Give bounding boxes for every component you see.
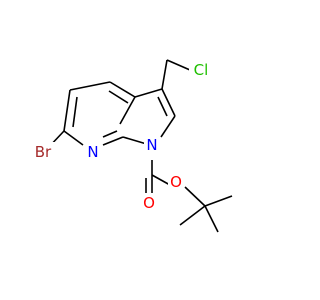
atom-br: Br — [30, 142, 56, 162]
bond-ctert-me3 — [179, 205, 206, 226]
bond-c4-c4-inner — [108, 90, 129, 104]
bond-ctert-me1 — [204, 195, 233, 207]
bond-c3-ch2 — [161, 59, 168, 90]
atom-o-ester: O — [168, 172, 184, 192]
atom-o-carbonyl: O — [141, 193, 157, 213]
atom-cl: Cl — [189, 60, 213, 80]
bond-n7-c7a — [102, 136, 124, 146]
bond-n7-c7a-inner — [102, 130, 118, 138]
bond-ctert-me2 — [204, 205, 219, 233]
atom-o-ester-label: O — [170, 173, 182, 191]
bond-c-o-ester — [151, 174, 171, 186]
atom-n-pyrrole-label: N — [146, 136, 157, 154]
bond-c6-n7 — [63, 130, 84, 146]
bonds — [46, 59, 233, 233]
atom-cl-label: Cl — [194, 61, 209, 79]
structure-diagram: Cl Br N N O O — [30, 59, 233, 233]
bond-c2-n1 — [160, 115, 176, 138]
atom-labels: Cl Br N N O O — [30, 60, 213, 213]
atom-n-pyrrole: N — [144, 135, 160, 155]
bond-c3-c2-inner — [157, 96, 168, 117]
bond-o-ctert — [184, 186, 206, 207]
bond-ch2-cl — [166, 59, 191, 71]
atom-o-carbonyl-label: O — [143, 194, 155, 212]
bond-c4-c5 — [69, 81, 111, 91]
atom-n-pyridine: N — [85, 142, 101, 162]
bond-c5-c6 — [63, 89, 71, 132]
atom-br-label: Br — [35, 143, 52, 161]
bond-c5-c6-inner — [72, 96, 78, 128]
bond-c3-c3a — [134, 88, 163, 98]
bond-c3a-c4 — [109, 81, 136, 98]
atom-n-pyridine-label: N — [87, 143, 98, 161]
bond-c3-c2 — [161, 88, 176, 117]
bond-c3a-c7a — [119, 96, 136, 125]
